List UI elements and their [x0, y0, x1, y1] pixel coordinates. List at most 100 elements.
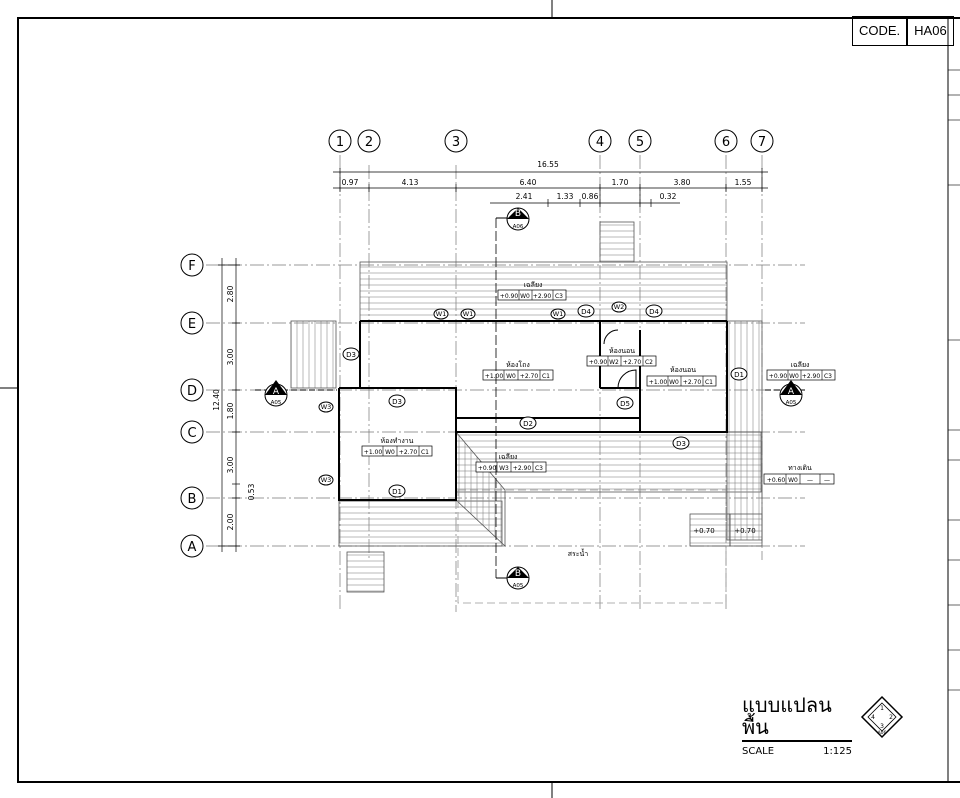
room-tag-dividers: [382, 290, 823, 484]
door-tag: [388, 484, 406, 498]
scale-label: SCALE: [742, 746, 775, 757]
title-block: แบบแปลนพื้น SCALE 1:125: [742, 694, 852, 757]
svg-text:A05: A05: [786, 400, 797, 406]
dimension-left-total: 12.40: [212, 389, 221, 411]
dimension-value: 6.40: [520, 178, 537, 187]
window-tag-label: W1: [436, 310, 447, 318]
room-name-bedroom: ห้องนอน: [670, 366, 696, 374]
room-name-terrace-top: เฉลียง: [524, 281, 543, 289]
dimension-value: 2.80: [226, 285, 235, 302]
drawing-title: แบบแปลนพื้น: [742, 694, 852, 742]
door-tag-label: D5: [620, 400, 630, 408]
door-tag-label: D1: [734, 371, 744, 379]
pond-outline: [457, 489, 727, 604]
svg-text:W0: W0: [385, 449, 395, 456]
svg-text:+0.90: +0.90: [589, 359, 608, 366]
svg-text:C1: C1: [421, 449, 429, 456]
dimension-value: 3.80: [674, 178, 691, 187]
scale-value: 1:125: [823, 746, 852, 757]
dimension-value: 1.80: [226, 402, 235, 419]
svg-text:1: 1: [880, 705, 884, 712]
room-name-terrace-right: เฉลียง: [791, 361, 810, 369]
door-tag-label: D3: [676, 440, 686, 448]
svg-text:B: B: [515, 569, 521, 579]
dimension-value: 0.53: [247, 483, 256, 500]
room-name-walkway: ทางเดิน: [788, 464, 812, 472]
section-markers: A A05 A A05 B A06 B A05: [255, 207, 805, 590]
column-bubble: [444, 129, 468, 153]
window-tag-label: W3: [321, 403, 332, 411]
svg-text:+2.70: +2.70: [520, 373, 539, 380]
dimension-lines: [218, 168, 768, 552]
row-label: E: [188, 317, 196, 332]
door-tag-label: D1: [392, 488, 402, 496]
row-bubble: [180, 378, 204, 402]
door-tag: [342, 347, 360, 361]
svg-text:C3: C3: [555, 293, 563, 300]
column-bubble: [328, 129, 352, 153]
dimension-value: 0.32: [660, 192, 677, 201]
row-bubble: [180, 253, 204, 277]
column-label: 2: [365, 135, 373, 150]
terrace-left-deck: [290, 320, 337, 389]
svg-text:W0: W0: [506, 373, 516, 380]
svg-text:4: 4: [871, 714, 875, 721]
svg-text:W0: W0: [520, 293, 530, 300]
dimension-value: 3.00: [226, 348, 235, 365]
level-deck-right: +0.70: [734, 527, 755, 535]
svg-text:W0: W0: [789, 373, 799, 380]
code-label: CODE.: [852, 16, 908, 46]
title-strip-ticks: [948, 69, 960, 691]
level-marks: +0.70 +0.70: [693, 527, 755, 535]
svg-text:C2: C2: [645, 359, 653, 366]
column-markers: 1 2 3 4 5 6 7: [328, 129, 774, 153]
svg-text:2: 2: [889, 714, 893, 721]
level-deck-left: +0.70: [693, 527, 714, 535]
dimension-value: 0.97: [342, 178, 359, 187]
svg-text:+0.90: +0.90: [478, 465, 497, 472]
column-bubble: [714, 129, 738, 153]
svg-text:A: A: [788, 387, 795, 397]
svg-text:+2.70: +2.70: [683, 379, 702, 386]
sheet-border: [17, 17, 960, 783]
dimension-value: 1.55: [735, 178, 752, 187]
svg-text:A05: A05: [271, 400, 282, 406]
column-bubble: [357, 129, 381, 153]
column-label: 4: [596, 135, 604, 150]
row-label: F: [188, 259, 195, 274]
svg-text:C1: C1: [705, 379, 713, 386]
column-label: 1: [336, 135, 344, 150]
deck-step-left: [689, 513, 731, 547]
deck-step-right: [729, 513, 763, 547]
svg-text:A06: A06: [878, 730, 887, 736]
svg-text:+2.90: +2.90: [513, 465, 532, 472]
window-tag: [550, 308, 566, 320]
column-label: 6: [722, 135, 730, 150]
svg-text:W0: W0: [788, 477, 798, 484]
room-labels: เฉลียง ห้องโถง ห้องนอน ห้องนอน ห้องทำงาน…: [381, 281, 813, 558]
room-name-pond: สระน้ำ: [568, 547, 589, 558]
svg-text:W0: W0: [669, 379, 679, 386]
dimension-text: 16.55 0.97 4.13 6.40 1.70 3.80 1.55 2.41…: [212, 160, 752, 530]
stair-bottom: [346, 551, 385, 593]
column-label: 7: [758, 135, 766, 150]
column-bubble: [628, 129, 652, 153]
svg-text:+2.90: +2.90: [802, 373, 821, 380]
dimension-value: 1.70: [612, 178, 629, 187]
door-tag: [388, 394, 406, 408]
svg-text:+2.70: +2.70: [623, 359, 642, 366]
door-tags: D3 D3 D1 D2 D3 D4 D4 D5 D1: [342, 304, 748, 498]
svg-text:+2.70: +2.70: [399, 449, 418, 456]
code-value: HA06: [907, 16, 954, 46]
window-tag: [318, 401, 334, 413]
row-bubble: [180, 486, 204, 510]
svg-text:A05: A05: [513, 583, 524, 589]
window-tag-label: W1: [553, 310, 564, 318]
svg-text:—: —: [824, 477, 830, 484]
dimension-value: 2.00: [226, 513, 235, 530]
svg-text:W3: W3: [499, 465, 509, 472]
dimension-value: 1.33: [557, 192, 574, 201]
window-tags: W1 W1 W1 W2 W3 W3: [318, 301, 627, 486]
